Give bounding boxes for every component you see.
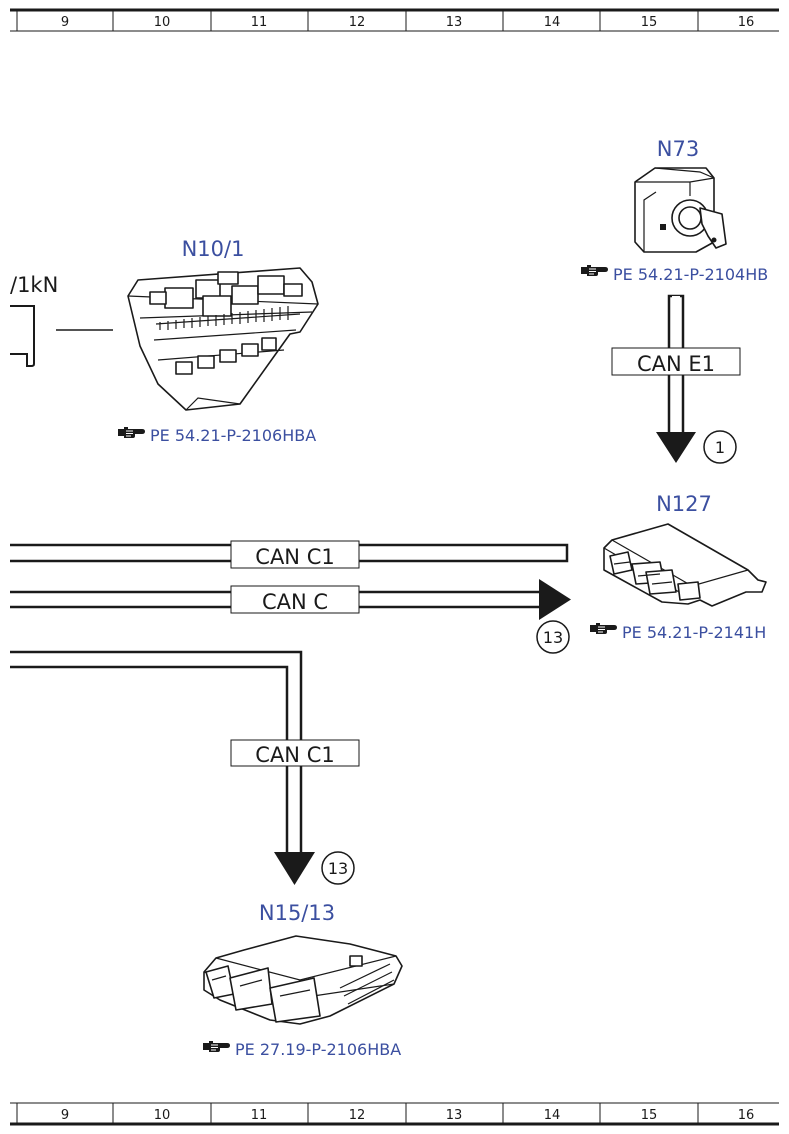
- can-c1-down-label: CAN C1: [255, 743, 334, 767]
- grid-col-15-bottom: 15: [641, 1108, 658, 1123]
- can-c-marker-num: 13: [543, 628, 563, 647]
- pointing-hand-icon: [589, 622, 618, 635]
- can-c1-down-arrowhead: [274, 852, 315, 885]
- n10-1-ref[interactable]: PE 54.21-P-2106HBA: [150, 426, 316, 445]
- grid-col-14-top: 14: [544, 15, 561, 30]
- can-e1-marker: [703, 430, 737, 464]
- grid-col-13-bottom: 13: [446, 1108, 463, 1123]
- n73-component: N73 PE 54.21-P-2104HB: [580, 137, 768, 284]
- grid-col-11-bottom: 11: [251, 1108, 268, 1123]
- can-c-marker: [536, 620, 570, 654]
- n73-ref[interactable]: PE 54.21-P-2104HB: [613, 265, 768, 284]
- grid-col-11-top: 11: [251, 15, 268, 30]
- grid-col-14-bottom: 14: [544, 1108, 561, 1123]
- n15-13-label: N15/13: [259, 901, 335, 925]
- grid-col-12-top: 12: [349, 15, 366, 30]
- n15-13-component: N15/13 PE 27.19-P-2106HBA: [202, 901, 403, 1059]
- can-e1-arrowhead: [656, 432, 696, 463]
- can-c-label: CAN C: [262, 590, 328, 614]
- top-grid-strip: 9 10 11 12 13 14 15 16: [10, 8, 779, 32]
- ignition-switch-icon: [634, 167, 727, 253]
- n15-13-ref[interactable]: PE 27.19-P-2106HBA: [235, 1040, 401, 1059]
- partial-left-component: /1kN: [10, 273, 113, 367]
- grid-col-12-bottom: 12: [349, 1108, 366, 1123]
- can-c1-down-marker: [321, 851, 355, 885]
- pointing-hand-icon: [580, 264, 609, 277]
- can-c1-top-label: CAN C1: [255, 545, 334, 569]
- n10-1-label: N10/1: [182, 237, 245, 261]
- can-c1-down-bus: CAN C1 13: [10, 650, 360, 885]
- can-c-label-box: [230, 585, 360, 614]
- grid-col-15-top: 15: [641, 15, 658, 30]
- can-c1-top-bus: CAN C1: [10, 540, 569, 569]
- can-e1-marker-num: 1: [715, 438, 725, 457]
- n127-ref[interactable]: PE 54.21-P-2141H: [622, 623, 766, 642]
- can-c-bus: CAN C 13: [10, 579, 571, 654]
- grid-col-10-top: 10: [154, 15, 171, 30]
- fuse-relay-module-icon: [127, 267, 319, 411]
- partial-left-label: /1kN: [10, 273, 58, 297]
- grid-col-16-bottom: 16: [738, 1108, 755, 1123]
- can-e1-label: CAN E1: [637, 352, 715, 376]
- bottom-grid-strip: 9 10 11 12 13 14 15 16: [10, 1102, 779, 1126]
- n127-label: N127: [656, 492, 712, 516]
- can-e1-bus: CAN E1 1: [611, 294, 741, 464]
- grid-col-16-top: 16: [738, 15, 755, 30]
- can-c1-down-label-box: [230, 739, 360, 767]
- grid-col-10-bottom: 10: [154, 1108, 171, 1123]
- grid-col-9-bottom: 9: [61, 1108, 69, 1123]
- n127-component: N127 PE 54.21-P-2141H: [589, 492, 767, 642]
- can-c-arrowhead: [539, 579, 571, 620]
- control-unit-icon: [603, 523, 767, 607]
- can-c1-down-marker-num: 13: [328, 859, 348, 878]
- n73-label: N73: [657, 137, 699, 161]
- n10-1-component: N10/1 PE 54.21-P-2106HBA: [117, 237, 319, 445]
- grid-col-9-top: 9: [61, 15, 69, 30]
- pointing-hand-icon: [202, 1040, 231, 1053]
- can-c1-top-label-box: [230, 540, 360, 569]
- grid-col-13-top: 13: [446, 15, 463, 30]
- transmission-control-unit-icon: [203, 935, 403, 1025]
- pointing-hand-icon: [117, 426, 146, 439]
- can-e1-label-box: [611, 347, 741, 376]
